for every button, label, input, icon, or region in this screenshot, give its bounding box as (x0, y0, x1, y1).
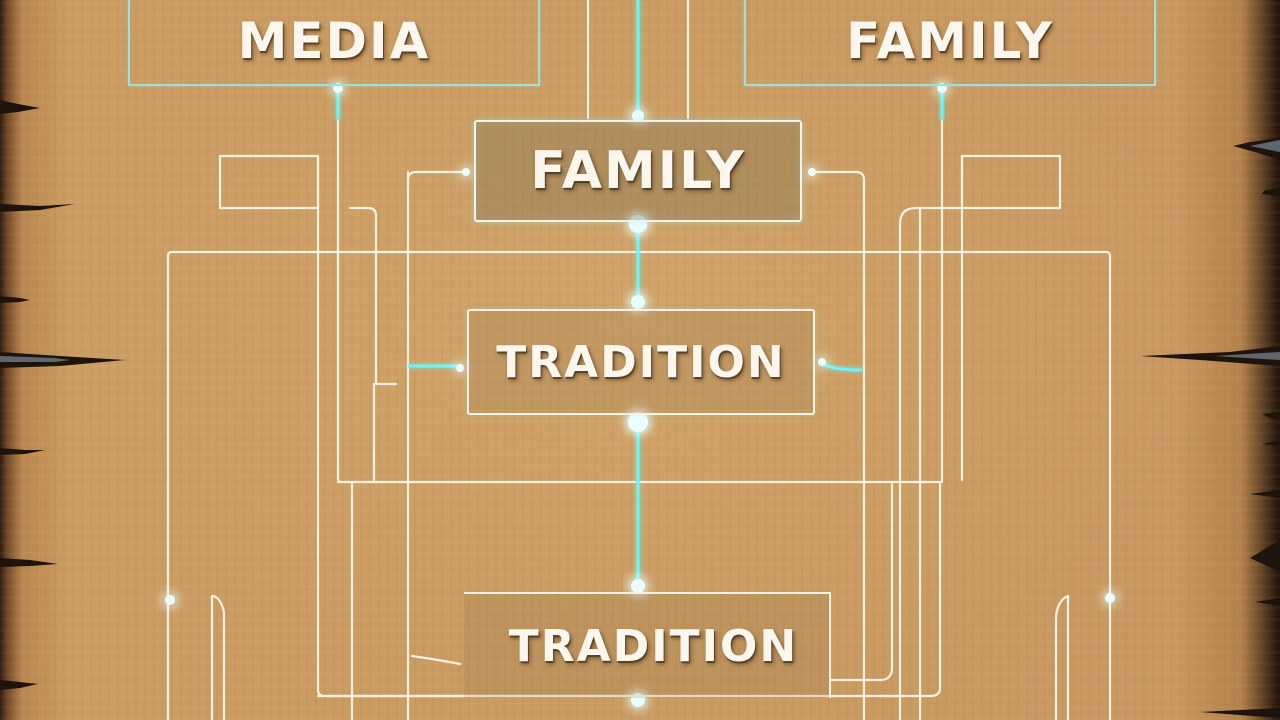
node-label-media: MEDIA (237, 12, 431, 70)
node-label-tradition-bottom: TRADITION (508, 620, 799, 672)
node-media: MEDIA (128, 0, 540, 86)
node-family-center: FAMILY (474, 120, 802, 222)
node-family-top: FAMILY (744, 0, 1156, 86)
node-label-tradition-center: TRADITION (496, 336, 786, 388)
node-label-family-top: FAMILY (846, 12, 1054, 70)
node-label-family-center: FAMILY (530, 141, 746, 201)
node-tradition-bottom: TRADITION (464, 592, 831, 698)
node-tradition-center: TRADITION (467, 309, 815, 415)
